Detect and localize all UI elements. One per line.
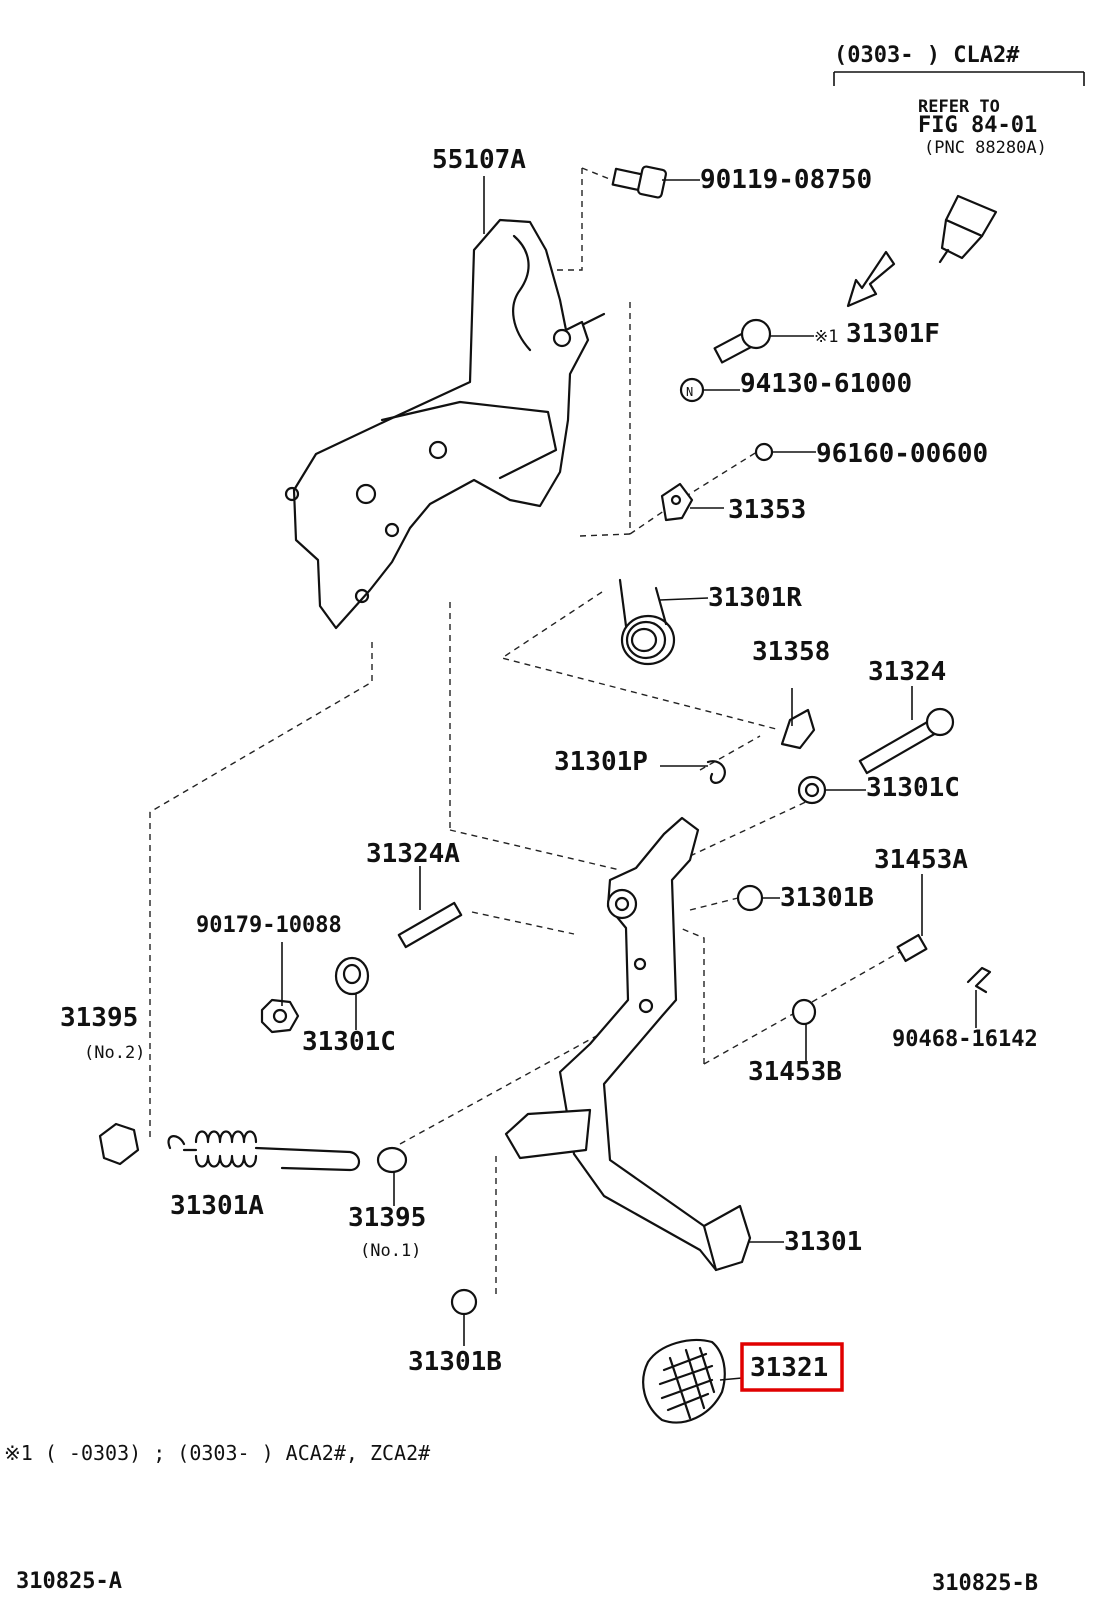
return-spring-icon bbox=[98, 1122, 361, 1172]
bushing-453b-icon bbox=[791, 998, 817, 1026]
nut-icon bbox=[679, 377, 705, 403]
label-31301C-left: 31301C bbox=[302, 1027, 396, 1057]
hair-pin-icon bbox=[966, 966, 992, 994]
label-96160-00600: 96160-00600 bbox=[816, 439, 988, 469]
bushing-395-icon bbox=[376, 1146, 408, 1174]
long-bolt-icon bbox=[858, 707, 955, 775]
brake-pedal-icon bbox=[504, 816, 752, 1272]
label-31453B: 31453B bbox=[748, 1057, 842, 1087]
label-90468-16142: 90468-16142 bbox=[892, 1027, 1038, 1052]
bushing-b-bottom-icon bbox=[450, 1288, 478, 1316]
bushing-icon bbox=[780, 708, 816, 750]
highlight-box bbox=[740, 1342, 844, 1392]
refer-line-2: FIG 84-01 bbox=[918, 113, 1037, 138]
label-31395-bottom-sub: (No.1) bbox=[360, 1241, 421, 1261]
label-31395-left: 31395 bbox=[60, 1003, 138, 1033]
label-55107A: 55107A bbox=[432, 145, 526, 175]
footer-right-code: 310825-B bbox=[932, 1571, 1038, 1596]
small-bolt-icon bbox=[896, 933, 928, 963]
label-90119-08750: 90119-08750 bbox=[700, 165, 872, 195]
label-31321[interactable]: 31321 bbox=[750, 1353, 828, 1383]
label-31395-bottom: 31395 bbox=[348, 1203, 426, 1233]
label-31358: 31358 bbox=[752, 637, 830, 667]
arrow-icon bbox=[846, 250, 896, 308]
label-31324A: 31324A bbox=[366, 839, 460, 869]
label-31353: 31353 bbox=[728, 495, 806, 525]
bushing-c-right-icon bbox=[797, 775, 827, 805]
leader-lines bbox=[281, 176, 977, 1381]
svg-text:N: N bbox=[686, 385, 693, 399]
torsion-spring-icon bbox=[618, 578, 676, 666]
hex-nut-icon bbox=[260, 998, 300, 1034]
refer-line-3: (PNC 88280A) bbox=[924, 138, 1047, 158]
label-31301: 31301 bbox=[784, 1227, 862, 1257]
header-bracket bbox=[833, 71, 1085, 86]
clip-icon bbox=[754, 442, 774, 462]
label-31301B-bottom: 31301B bbox=[408, 1347, 502, 1377]
refer-line-1: REFER TO bbox=[918, 97, 1000, 117]
label-31301B-mid: 31301B bbox=[780, 883, 874, 913]
bushing-b-mid-icon bbox=[736, 884, 764, 912]
label-31301R: 31301R bbox=[708, 583, 802, 613]
label-31395-left-sub: (No.2) bbox=[84, 1043, 145, 1063]
range-label: (0303- ) CLA2# bbox=[834, 43, 1020, 68]
label-94130-61000: 94130-61000 bbox=[740, 369, 912, 399]
pedal-bracket-icon bbox=[284, 218, 606, 630]
assembly-guides bbox=[149, 167, 901, 1294]
label-31301C-right: 31301C bbox=[866, 773, 960, 803]
footer-left-code: 310825-A bbox=[16, 1569, 122, 1594]
pedal-pad-icon bbox=[642, 1338, 726, 1424]
pin-a-icon bbox=[397, 901, 463, 949]
pin-icon bbox=[713, 318, 772, 364]
label-90179-10088: 90179-10088 bbox=[196, 913, 342, 938]
label-31301F-mark: ※1 bbox=[814, 327, 838, 347]
bushing-c-left-icon bbox=[334, 956, 370, 996]
label-31301A: 31301A bbox=[170, 1191, 264, 1221]
footnote: ※1 ( -0303) ; (0303- ) ACA2#, ZCA2# bbox=[4, 1441, 430, 1465]
stop-lamp-switch-icon bbox=[938, 194, 998, 264]
label-31301F: 31301F bbox=[846, 319, 940, 349]
link-icon bbox=[660, 482, 694, 522]
clip-p-icon bbox=[706, 760, 726, 784]
bolt-icon bbox=[611, 165, 668, 199]
label-31301P: 31301P bbox=[554, 747, 648, 777]
label-31324: 31324 bbox=[868, 657, 946, 687]
label-31453A: 31453A bbox=[874, 845, 968, 875]
